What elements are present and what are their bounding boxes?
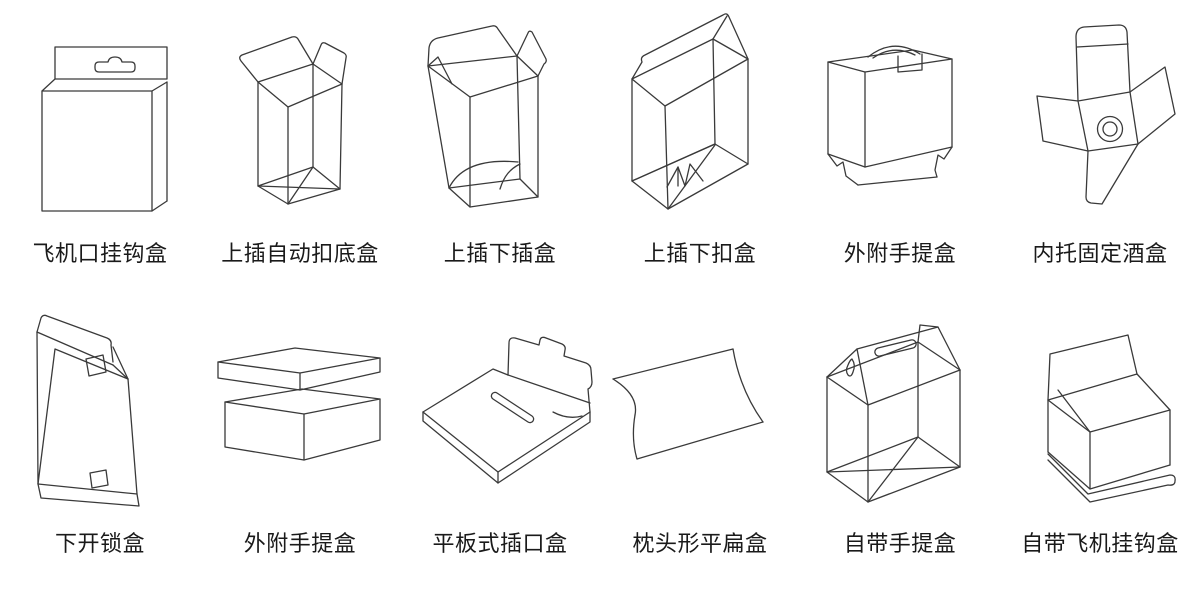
gable-handle-box-icon — [826, 324, 961, 503]
catalog-item: 自带手提盒 — [800, 300, 1000, 600]
item-label: 上插下扣盒 — [643, 241, 757, 266]
catalog-item: 自带飞机挂钩盒 — [1000, 300, 1200, 600]
pillow-box-icon — [612, 348, 764, 460]
catalog-item: 内托固定酒盒 — [1000, 0, 1200, 300]
item-label: 外附手提盒 — [243, 531, 357, 556]
catalog-item: 下开锁盒 — [0, 300, 200, 600]
catalog-item: 平板式插口盒 — [400, 300, 600, 600]
inner-tray-wine-box-icon — [1036, 24, 1176, 205]
item-label: 自带飞机挂钩盒 — [1021, 531, 1179, 556]
item-label: 下开锁盒 — [54, 531, 145, 556]
tuck-top-tuck-bottom-box-icon — [427, 25, 547, 208]
attached-handle-box-icon — [827, 45, 953, 186]
flat-slot-box-icon — [422, 336, 593, 484]
catalog-item: 枕头形平扁盒 — [600, 300, 800, 600]
item-label: 上插下插盒 — [443, 241, 557, 266]
bottom-lock-box-icon — [36, 314, 140, 507]
item-label: 枕头形平扁盒 — [632, 531, 768, 556]
tuck-top-auto-bottom-box-icon — [239, 36, 347, 205]
item-label: 外附手提盒 — [843, 241, 957, 266]
catalog-item: 上插下扣盒 — [600, 0, 800, 300]
item-label: 上插自动扣底盒 — [221, 241, 379, 266]
item-label: 平板式插口盒 — [432, 531, 568, 556]
item-label: 飞机口挂钩盒 — [32, 241, 168, 266]
catalog-item: 上插下插盒 — [400, 0, 600, 300]
catalog-item: 外附手提盒 — [200, 300, 400, 600]
catalog-item: 外附手提盒 — [800, 0, 1000, 300]
built-in-hang-hook-box-icon — [1047, 334, 1176, 503]
item-label: 内托固定酒盒 — [1032, 241, 1168, 266]
lid-and-base-box-icon — [217, 347, 381, 461]
tuck-top-snap-bottom-box-icon — [631, 13, 749, 210]
catalog-item: 上插自动扣底盒 — [200, 0, 400, 300]
item-label: 自带手提盒 — [843, 531, 957, 556]
hang-tab-box-icon — [41, 46, 168, 212]
catalog-item: 飞机口挂钩盒 — [0, 0, 200, 300]
